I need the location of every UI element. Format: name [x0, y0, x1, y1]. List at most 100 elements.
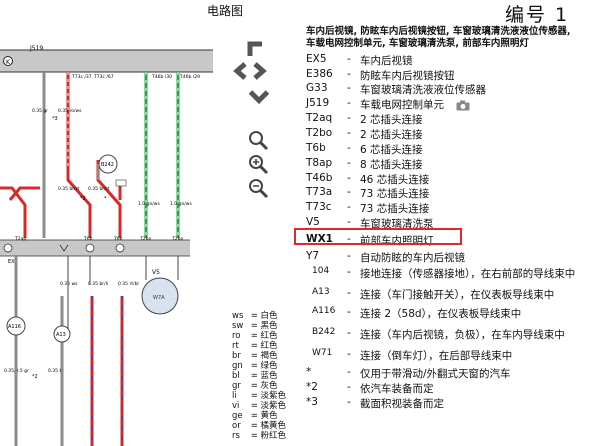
page-title: 电路图	[207, 4, 244, 18]
legend-dash: -	[347, 157, 351, 169]
color-code-name: 淡紫色	[260, 401, 287, 411]
color-code-name: 红色	[260, 331, 278, 341]
legend-code: *3	[306, 396, 318, 408]
footnote-mark: *	[104, 196, 107, 202]
color-code-abbr: gn	[232, 361, 243, 371]
connector-label: T46b /29	[179, 74, 200, 80]
wire-label: 0.35 br	[48, 368, 64, 374]
diagram-description: 车内后视镜, 防眩车内后视镜按钮, 车窗玻璃清洗液液位传感器, 车载电网控制单元…	[306, 26, 601, 50]
arrow-down-left-icon[interactable]	[248, 84, 269, 104]
color-code-name: 褐色	[260, 351, 278, 361]
legend-dash: -	[347, 201, 351, 213]
legend-code: T2aq	[306, 112, 333, 124]
legend-dash: -	[347, 216, 351, 228]
wire-red	[0, 186, 27, 238]
legend-code: *2	[306, 381, 318, 393]
legend-dash: -	[347, 142, 351, 154]
node-label: B242	[101, 162, 114, 168]
color-code-row: or = 橘黄色	[232, 421, 287, 431]
legend-code: T46b	[306, 172, 333, 184]
legend-code: G33	[306, 82, 328, 94]
legend-code: 104	[312, 266, 330, 276]
pump-v5-symbol	[141, 277, 179, 315]
node-a116	[6, 316, 26, 336]
legend-dash: -	[347, 172, 351, 184]
legend-text: 接地连接（传感器接地），在右前部的导线束中	[360, 268, 576, 280]
legend-dash: -	[347, 186, 351, 198]
control-unit-band	[0, 50, 213, 72]
color-code-name: 橘黄色	[260, 421, 287, 431]
connector-label: T46b /30	[151, 74, 172, 80]
color-code-row: rt = 红色	[232, 341, 278, 351]
legend-text: 车窗玻璃清洗泵	[360, 218, 434, 230]
legend-dash: -	[347, 396, 351, 408]
connector-label: T2bo	[139, 236, 151, 242]
legend-code: T73c	[306, 201, 332, 213]
arrow-left-icon[interactable]	[233, 62, 247, 80]
color-code-name: 黄色	[260, 411, 278, 421]
legend-text: 2 芯插头连接	[360, 114, 423, 126]
color-code-abbr: sw	[232, 321, 244, 331]
nav-arrows	[233, 41, 269, 104]
magnifier-icon[interactable]	[249, 131, 269, 151]
svg-text:K: K	[6, 59, 11, 66]
legend-dash: -	[347, 112, 351, 124]
legend-text: 连接（倒车灯），在后部导线束中	[360, 350, 513, 362]
color-code-name: 灰色	[260, 381, 278, 391]
color-code-name: 白色	[260, 311, 278, 321]
color-code-row: br = 褐色	[232, 351, 278, 361]
legend-code: J519	[306, 97, 330, 109]
wire-label: 0.35 br/li	[88, 281, 108, 287]
color-code-abbr: ge	[232, 411, 243, 421]
arrow-right-icon[interactable]	[253, 62, 267, 80]
camera-icon[interactable]	[456, 96, 470, 115]
node-label: A116	[8, 324, 21, 330]
color-code-row: sw = 黑色	[232, 321, 278, 331]
legend-dash: -	[347, 306, 351, 318]
description-line-1: 车内后视镜, 防眩车内后视镜按钮, 车窗玻璃清洗液液位传感器,	[306, 26, 571, 37]
legend-text: 8 芯插头连接	[360, 159, 423, 171]
legend-dash: -	[347, 68, 351, 80]
color-code-row: ge = 黄色	[232, 411, 278, 421]
legend-text: 依汽车装备而定	[360, 383, 434, 395]
legend-text: 截面积视装备而定	[360, 398, 444, 410]
legend-text: 6 芯插头连接	[360, 144, 423, 156]
connector-label: T2bo	[171, 236, 183, 242]
legend-dash: -	[347, 127, 351, 139]
color-code-row: vi = 淡紫色	[232, 401, 287, 411]
legend-dash: -	[347, 366, 351, 378]
zoom-in-icon[interactable]	[249, 155, 269, 175]
legend-text: 连接（车内后视镜，负极），在车内导线束中	[360, 329, 565, 341]
legend-code: V5	[306, 216, 320, 228]
color-code-row: ro = 红色	[232, 331, 278, 341]
legend-code: WX1	[306, 233, 333, 245]
legend-dash: -	[347, 381, 351, 393]
zoom-out-icon[interactable]	[249, 179, 269, 198]
color-code-abbr: li	[232, 391, 237, 401]
wire-label: 0.35 gr	[32, 108, 48, 114]
color-code-abbr: or	[232, 421, 241, 431]
page-number: 编号 1	[505, 4, 570, 26]
component-band	[0, 240, 190, 256]
color-code-name: 淡紫色	[260, 391, 287, 401]
color-code-abbr: vi	[232, 401, 240, 411]
wire-label: 1.0 gn/ws	[138, 201, 160, 207]
legend-text: 车内后视镜	[360, 55, 413, 67]
connector-label: T6b	[113, 236, 123, 242]
legend-dash: -	[347, 250, 351, 262]
legend-dash: -	[347, 53, 351, 65]
legend-text: 自动防眩的车内后视镜	[360, 252, 465, 264]
component-label: V5	[152, 269, 160, 276]
arrow-up-left-icon[interactable]	[247, 41, 262, 56]
footnote-mark: *3	[52, 116, 58, 122]
legend-dash: -	[347, 327, 351, 339]
node-label: A13	[56, 332, 66, 338]
legend-text: 防眩车内后视镜按钮	[360, 70, 455, 82]
color-code-row: ws = 白色	[232, 311, 278, 321]
control-unit-label: J519	[29, 45, 43, 52]
legend-text: 73 芯插头连接	[360, 188, 430, 200]
connector-label: T73c /37	[71, 74, 92, 80]
color-code-abbr: gr	[232, 381, 241, 391]
footnote-mark: *2	[32, 374, 38, 380]
connector-label: T73c /67	[93, 74, 114, 80]
